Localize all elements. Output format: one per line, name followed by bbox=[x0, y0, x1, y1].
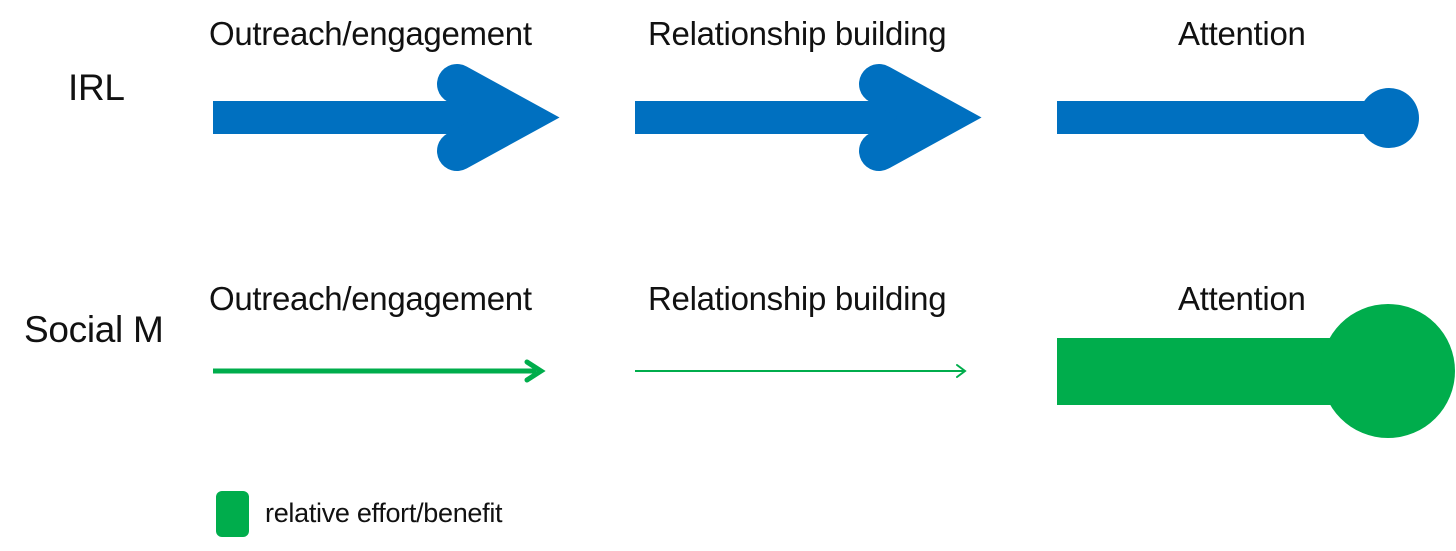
irl-relationship-arrow bbox=[635, 64, 982, 171]
row-label-irl: IRL bbox=[68, 67, 125, 108]
social-relationship-arrow-head bbox=[956, 364, 967, 378]
irl-attention-bar-shaft bbox=[1057, 101, 1397, 134]
social-attention-bar-shaft bbox=[1057, 338, 1357, 405]
social-stage-relationship-label: Relationship building bbox=[648, 280, 947, 317]
irl-shapes bbox=[213, 64, 1419, 171]
irl-relationship-arrow-head bbox=[859, 64, 982, 171]
social-stage-outreach-label: Outreach/engagement bbox=[209, 280, 532, 317]
social-attention-bar-dot bbox=[1321, 304, 1455, 438]
legend-swatch bbox=[216, 491, 249, 537]
irl-stage-outreach-label: Outreach/engagement bbox=[209, 15, 532, 52]
irl-stage-attention-label: Attention bbox=[1178, 15, 1306, 52]
irl-attention-bar-dot bbox=[1359, 88, 1419, 148]
row-label-social-m: Social M bbox=[24, 309, 164, 350]
social-relationship-arrow bbox=[635, 364, 967, 378]
social-stage-attention-label: Attention bbox=[1178, 280, 1306, 317]
social-outreach-arrow-head bbox=[524, 359, 546, 383]
social-attention-bar bbox=[1057, 304, 1455, 438]
irl-outreach-arrow-head bbox=[437, 64, 560, 171]
legend-label: relative effort/benefit bbox=[265, 498, 503, 528]
social-outreach-arrow bbox=[213, 359, 546, 383]
irl-stage-relationship-label: Relationship building bbox=[648, 15, 947, 52]
irl-outreach-arrow bbox=[213, 64, 560, 171]
irl-attention-bar bbox=[1057, 88, 1419, 148]
social-shapes bbox=[213, 304, 1455, 438]
